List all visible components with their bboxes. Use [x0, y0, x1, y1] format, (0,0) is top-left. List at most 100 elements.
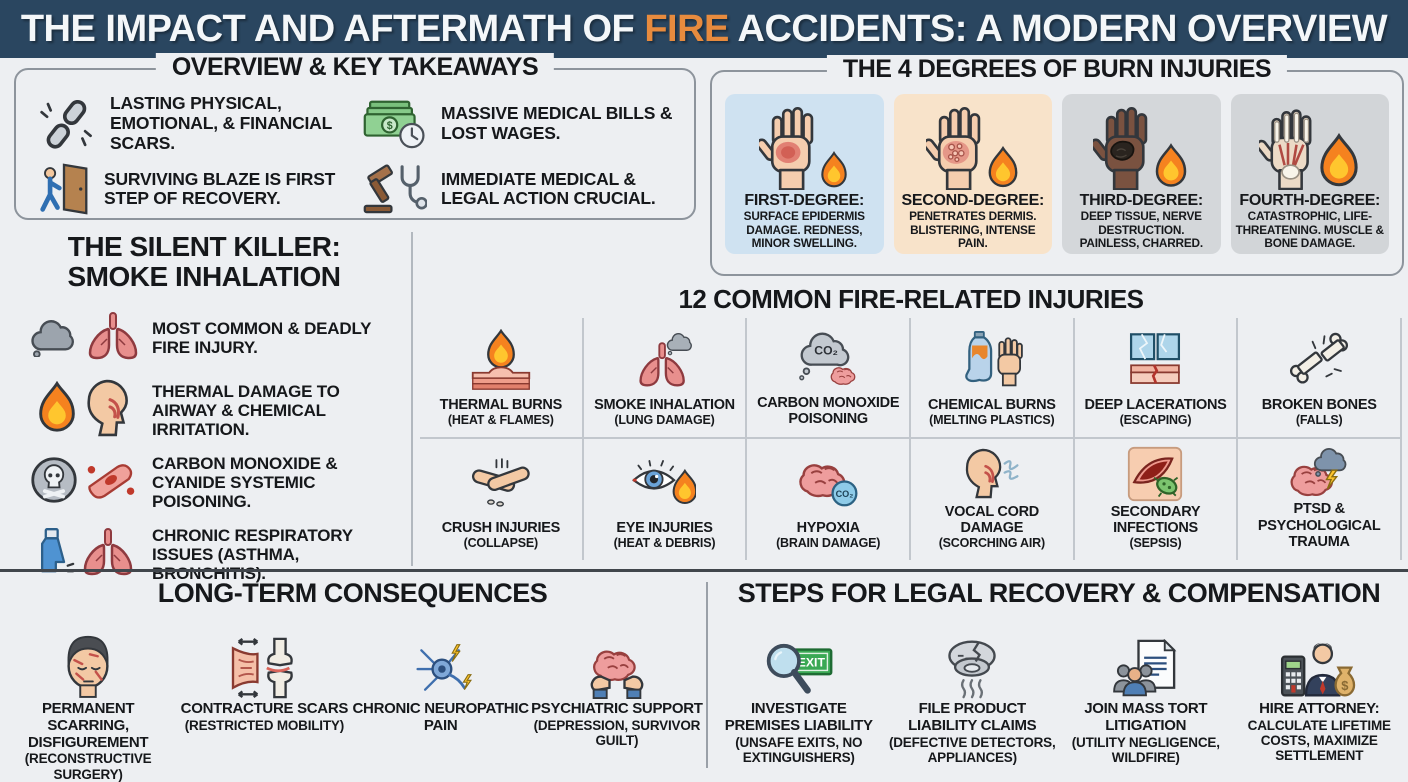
injury-name: DEEP LACERATIONS	[1084, 396, 1227, 413]
injury-sub: (COLLAPSE)	[463, 535, 539, 550]
injury-sub: (HEAT & FLAMES)	[447, 412, 554, 427]
long-term-item-scarring: PERMANENT SCARRING, DISFIGUREMENT (RECON…	[0, 611, 176, 782]
injury-broken-bones: BROKEN BONES (FALLS)	[1238, 318, 1402, 439]
deep-lacerations-icon	[1124, 331, 1186, 389]
escape-door-icon	[38, 161, 90, 217]
legal-name: JOIN MASS TORT LITIGATION	[1084, 700, 1208, 734]
horizontal-divider	[0, 569, 1408, 572]
overview-item-action: IMMEDIATE MEDICAL & LEGAL ACTION CRUCIAL…	[363, 161, 682, 217]
injury-carbon-monoxide: CO₂ CARBON MONOXIDE POISONING	[747, 318, 911, 439]
long-term-name: CHRONIC NEUROPATHIC PAIN	[352, 700, 530, 734]
third-degree-hand-icon	[1067, 100, 1216, 190]
svg-text:$: $	[387, 120, 393, 132]
flame-icon	[36, 381, 78, 440]
injury-name: SECONDARY INFECTIONS	[1110, 503, 1201, 536]
medical-bills-clock-icon: $	[363, 99, 427, 149]
injury-name: VOCAL CORD DAMAGE	[944, 503, 1040, 536]
broken-chain-icon	[38, 98, 96, 150]
injury-sub: (MELTING PLASTICS)	[929, 412, 1055, 427]
long-term-name: CONTRACTURE SCARS	[180, 700, 349, 717]
second-degree-hand-icon	[899, 100, 1048, 190]
eye-injuries-icon	[632, 456, 697, 508]
injury-secondary-infections: SECONDARY INFECTIONS (SEPSIS)	[1075, 439, 1239, 560]
silent-item-chronic: CHRONIC RESPIRATORY ISSUES (ASTHMA, BRON…	[0, 518, 408, 590]
long-term-name: PERMANENT SCARRING, DISFIGUREMENT	[27, 700, 149, 751]
injuries-section: 12 COMMON FIRE-RELATED INJURIES THERMAL …	[420, 284, 1402, 560]
long-term-item-psychiatric: PSYCHIATRIC SUPPORT (DEPRESSION, SURVIVO…	[529, 611, 705, 748]
chemical-burns-icon	[960, 330, 1024, 389]
brain-hands-icon	[586, 611, 648, 701]
contracture-joint-icon	[231, 611, 297, 701]
injury-sub: (SCORCHING AIR)	[938, 536, 1045, 550]
silent-item-text: MOST COMMON & DEADLY FIRE INJURY.	[152, 319, 371, 358]
legal-recovery-title: STEPS FOR LEGAL RECOVERY & COMPENSATION	[737, 578, 1381, 608]
injury-sub: (FALLS)	[1295, 412, 1343, 427]
smoke-cloud-icon	[28, 315, 80, 362]
long-term-title: LONG-TERM CONSEQUENCES	[157, 578, 548, 608]
injury-sub: (BRAIN DAMAGE)	[776, 535, 881, 550]
injury-name: SMOKE INHALATION	[594, 396, 735, 413]
injury-name: BROKEN BONES	[1261, 396, 1377, 413]
fourth-degree-hand-icon	[1236, 100, 1385, 190]
burn-card-second-degree: SECOND-DEGREE: PENETRATES DERMIS. BLISTE…	[893, 94, 1052, 254]
burn-card-fourth-degree: FOURTH-DEGREE: CATASTROPHIC, LIFE-THREAT…	[1230, 94, 1389, 254]
svg-text:EXIT: EXIT	[797, 656, 825, 670]
lungs-icon	[81, 527, 135, 582]
inhaler-icon	[33, 527, 75, 582]
svg-text:CO₂: CO₂	[814, 343, 838, 357]
long-term-item-neuropathic: CHRONIC NEUROPATHIC PAIN	[353, 611, 529, 735]
legal-name: FILE PRODUCT LIABILITY CLAIMS	[908, 700, 1037, 734]
long-term-sub: (RECONSTRUCTIVE SURGERY)	[24, 751, 152, 782]
burn-degrees-title: THE 4 DEGREES OF BURN INJURIES	[826, 55, 1288, 84]
smoke-inhalation-icon	[631, 330, 697, 390]
injury-name: EYE INJURIES	[616, 519, 713, 536]
injury-sub: (HEAT & DEBRIS)	[613, 535, 716, 550]
injury-eye: EYE INJURIES (HEAT & DEBRIS)	[584, 439, 748, 560]
svg-text:$: $	[1341, 678, 1348, 693]
hypoxia-icon: CO₂	[796, 454, 860, 509]
injury-hypoxia: CO₂ HYPOXIA (BRAIN DAMAGE)	[747, 439, 911, 560]
title-highlight-fire: FIRE	[644, 7, 729, 50]
ptsd-icon	[1289, 446, 1349, 500]
overview-item-text: LASTING PHYSICAL, EMOTIONAL, & FINANCIAL…	[110, 93, 332, 153]
legal-name: INVESTIGATE PREMISES LIABILITY	[724, 700, 873, 734]
injury-smoke-inhalation: SMOKE INHALATION (LUNG DAMAGE)	[583, 318, 748, 439]
injury-sub: (SEPSIS)	[1129, 536, 1182, 550]
overview-item-text: IMMEDIATE MEDICAL & LEGAL ACTION CRUCIAL…	[441, 168, 656, 209]
burn-card-first-degree: FIRST-DEGREE: SURFACE EPIDERMIS DAMAGE. …	[725, 94, 884, 254]
svg-text:CO₂: CO₂	[836, 489, 854, 499]
legal-item-mass-tort: JOIN MASS TORT LITIGATION (UTILITY NEGLI…	[1059, 611, 1233, 765]
carbon-monoxide-icon: CO₂	[795, 329, 861, 389]
legal-sub: (UNSAFE EXITS, NO EXTINGUISHERS)	[735, 734, 863, 765]
legal-item-product: FILE PRODUCT LIABILITY CLAIMS (DEFECTIVE…	[886, 611, 1060, 765]
silent-item-thermal: THERMAL DAMAGE TO AIRWAY & CHEMICAL IRRI…	[0, 374, 408, 446]
mass-tort-icon	[1112, 611, 1180, 701]
silent-item-deadly: MOST COMMON & DEADLY FIRE INJURY.	[0, 302, 408, 374]
header-banner: THE IMPACT AND AFTERMATH OF FIRE ACCIDEN…	[0, 0, 1408, 58]
injury-name: THERMAL BURNS	[439, 396, 563, 413]
poison-skull-icon	[30, 456, 78, 509]
burn-card-label: THIRD-DEGREE:	[1079, 192, 1204, 209]
long-term-item-contracture: CONTRACTURE SCARS (RESTRICTED MOBILITY)	[176, 611, 352, 733]
burn-card-label: FOURTH-DEGREE:	[1239, 192, 1381, 209]
lungs-icon	[86, 311, 140, 366]
overview-title: OVERVIEW & KEY TAKEAWAYS	[155, 53, 555, 82]
long-term-section: LONG-TERM CONSEQUENCES PERMANENT SCARRIN…	[0, 576, 705, 782]
injury-crush: CRUSH INJURIES (COLLAPSE)	[420, 439, 584, 560]
broken-bones-icon	[1287, 332, 1351, 388]
secondary-infections-icon	[1127, 446, 1183, 502]
injury-thermal-burns: THERMAL BURNS (HEAT & FLAMES)	[420, 318, 584, 439]
silent-item-text: THERMAL DAMAGE TO AIRWAY & CHEMICAL IRRI…	[152, 381, 340, 439]
injury-chemical-burns: CHEMICAL BURNS (MELTING PLASTICS)	[911, 318, 1075, 439]
injury-name: PTSD & PSYCHOLOGICAL TRAUMA	[1257, 501, 1381, 550]
smoke-inhalation-title: THE SILENT KILLER:SMOKE INHALATION	[67, 231, 341, 293]
airway-icon	[84, 379, 132, 442]
silent-item-text: CARBON MONOXIDE & CYANIDE SYSTEMIC POISO…	[152, 453, 338, 511]
injury-name: CRUSH INJURIES	[441, 519, 561, 536]
first-degree-hand-icon	[730, 100, 879, 190]
long-term-name: PSYCHIATRIC SUPPORT	[531, 700, 703, 717]
legal-item-premises: EXIT INVESTIGATE PREMISES LIABILITY (UNS…	[712, 611, 886, 765]
neuron-icon	[408, 611, 474, 701]
page-title: THE IMPACT AND AFTERMATH OF FIRE ACCIDEN…	[20, 7, 1388, 50]
